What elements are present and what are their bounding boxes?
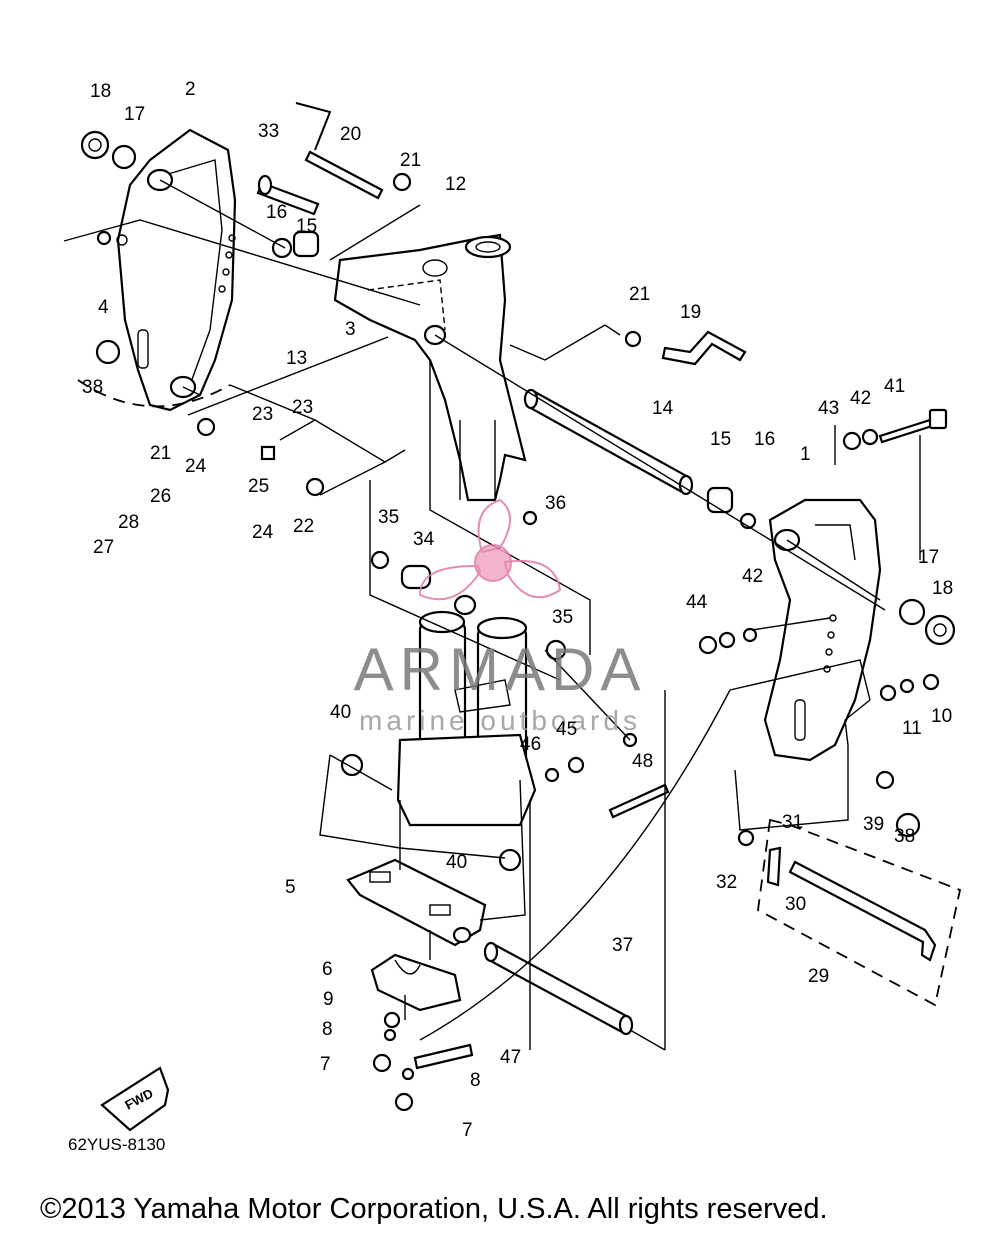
callout-24: 24	[252, 522, 274, 543]
callout-28: 28	[118, 512, 139, 533]
callout-2: 2	[185, 79, 196, 100]
lower-mount-clamp	[370, 953, 462, 1012]
callout-36: 36	[545, 493, 566, 514]
callout-32: 32	[716, 872, 737, 893]
pin-33	[256, 174, 320, 216]
callout-45: 45	[556, 719, 577, 740]
callout-42: 42	[742, 566, 763, 587]
callout-44: 44	[686, 592, 708, 613]
watermark-brand: ARMADA	[354, 636, 647, 703]
callout-24: 24	[185, 456, 207, 477]
watermark: ARMADA marine outboards	[354, 498, 647, 736]
callout-11: 11	[902, 718, 922, 739]
callout-26: 26	[150, 486, 171, 507]
callout-21: 21	[629, 284, 650, 305]
callout-40: 40	[446, 852, 467, 873]
callout-17: 17	[124, 104, 145, 125]
callout-46: 46	[520, 734, 541, 755]
callout-7: 7	[462, 1120, 473, 1141]
right-clamp-bracket	[763, 498, 882, 762]
callout-8: 8	[322, 1019, 333, 1040]
hose-47	[413, 1043, 474, 1070]
callout-29: 29	[808, 966, 829, 987]
callout-48: 48	[632, 751, 653, 772]
callout-3: 3	[345, 319, 356, 340]
callout-37: 37	[612, 935, 633, 956]
callout-47: 47	[500, 1047, 521, 1068]
callout-20: 20	[340, 124, 361, 145]
callout-42: 42	[850, 388, 871, 409]
callout-22: 22	[293, 516, 314, 537]
callout-7: 7	[320, 1054, 331, 1075]
callout-19: 19	[680, 302, 701, 323]
callout-43: 43	[818, 398, 839, 419]
lever-19	[661, 330, 747, 366]
callout-5: 5	[285, 877, 296, 898]
callout-8: 8	[470, 1070, 481, 1091]
callout-1: 1	[800, 444, 811, 465]
callout-25: 25	[248, 476, 269, 497]
tilt-handle-group-box	[757, 818, 962, 1007]
callout-18: 18	[90, 81, 111, 102]
swivel-bracket	[333, 233, 527, 502]
callout-38: 38	[82, 377, 103, 398]
forward-arrow-icon: FWD	[100, 1066, 170, 1132]
callout-23: 23	[292, 397, 313, 418]
callout-21: 21	[400, 150, 421, 171]
callout-12: 12	[445, 174, 466, 195]
plate-30	[766, 846, 782, 887]
callout-6: 6	[322, 959, 333, 980]
tie-strap-48	[608, 783, 670, 819]
tilt-shaft	[523, 388, 694, 496]
callout-16: 16	[754, 429, 775, 450]
callout-18: 18	[932, 578, 953, 599]
callout-33: 33	[258, 121, 279, 142]
callout-16: 16	[266, 202, 287, 223]
rear-dashed-line	[77, 379, 231, 408]
callout-21: 21	[150, 443, 171, 464]
watermark-tagline: marine outboards	[359, 705, 641, 736]
callout-15: 15	[710, 429, 731, 450]
callout-15: 15	[296, 216, 317, 237]
callout-4: 4	[98, 297, 109, 318]
power-trim-tilt-unit	[396, 594, 537, 827]
left-clamp-bracket	[116, 128, 237, 412]
tilt-handle-29	[788, 860, 937, 962]
callout-10: 10	[931, 706, 952, 727]
callout-38: 38	[894, 826, 915, 847]
callout-39: 39	[863, 814, 884, 835]
callout-35: 35	[552, 607, 573, 628]
callout-27: 27	[93, 537, 114, 558]
callout-41: 41	[884, 376, 905, 397]
lower-shaft	[483, 941, 634, 1036]
callout-23: 23	[252, 404, 273, 425]
callout-40: 40	[330, 702, 351, 723]
lever-20	[295, 102, 384, 200]
callout-13: 13	[286, 348, 307, 369]
callout-30: 30	[785, 894, 806, 915]
callout-31: 31	[782, 812, 803, 833]
callout-34: 34	[413, 529, 435, 550]
callout-9: 9	[323, 989, 334, 1010]
callout-14: 14	[652, 398, 674, 419]
bolt-41	[878, 408, 948, 444]
callout-17: 17	[918, 547, 939, 568]
callout-35: 35	[378, 507, 399, 528]
copyright-notice: ©2013 Yamaha Motor Corporation, U.S.A. A…	[40, 1193, 828, 1225]
diagram-code: 62YUS-8130	[68, 1135, 165, 1154]
lower-mount-bracket	[346, 858, 487, 947]
